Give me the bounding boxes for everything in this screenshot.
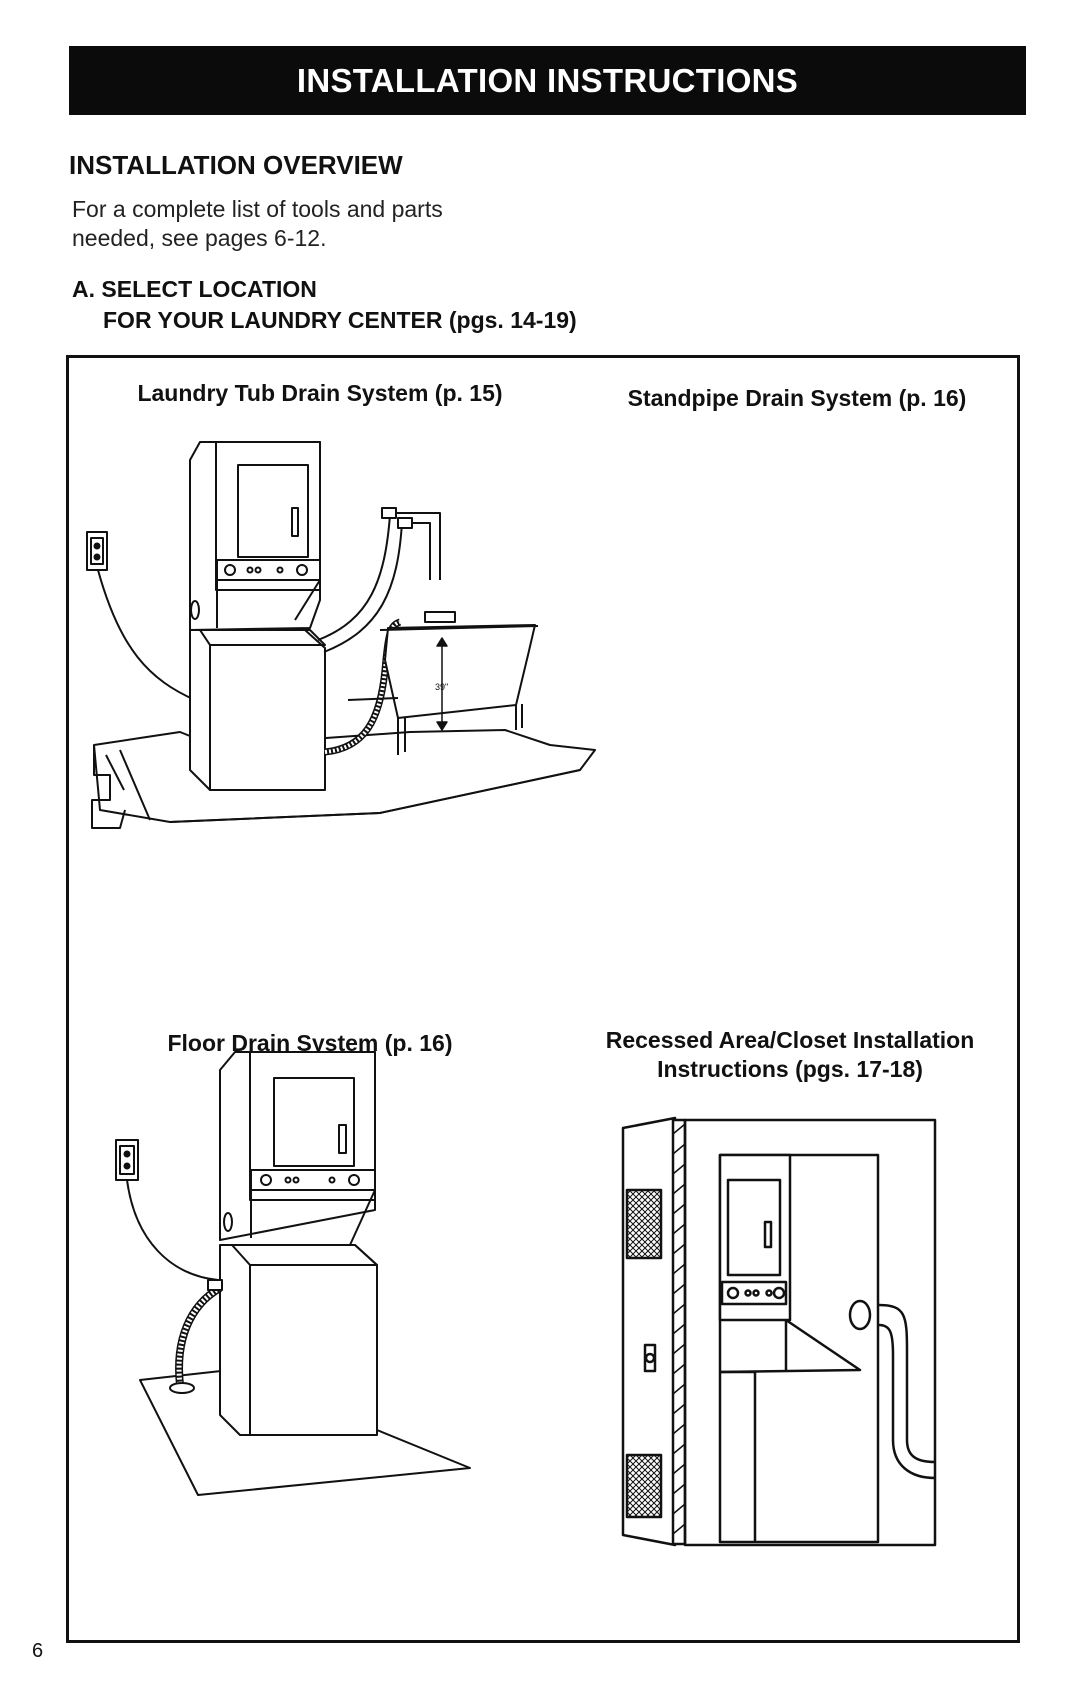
closet-illustration (621, 1116, 937, 1547)
height-dimension: 39" (435, 637, 448, 731)
stacked-laundry-unit (189, 441, 326, 791)
banner-title: INSTALLATION INSTRUCTIONS (296, 61, 799, 99)
intro-line-2: needed, see pages 6-12. (72, 225, 327, 251)
closet-frame (683, 1118, 937, 1547)
door-hinge-edge (671, 1118, 687, 1546)
page-banner: INSTALLATION INSTRUCTIONS (69, 46, 1026, 115)
stacked-laundry-unit (219, 1051, 378, 1436)
intro-paragraph: For a complete list of tools and parts n… (72, 195, 542, 253)
caption-laundry-tub: Laundry Tub Drain System (p. 15) (137, 380, 503, 406)
outlet-icon (115, 1139, 219, 1281)
stacked-laundry-unit (718, 1153, 880, 1544)
laundry-tub (347, 611, 539, 755)
outlet-icon (86, 531, 196, 701)
drain-pipe (878, 1303, 936, 1480)
intro-line-1: For a complete list of tools and parts (72, 196, 443, 222)
step-a-line-2: FOR YOUR LAUNDRY CENTER (pgs. 14-19) (103, 307, 577, 333)
page-number: 6 (32, 1640, 44, 1662)
drain-hose (169, 1279, 223, 1394)
closet-door (621, 1116, 677, 1547)
caption-standpipe: Standpipe Drain System (p. 16) (627, 385, 967, 411)
step-a-heading: A. SELECT LOCATION FOR YOUR LAUNDRY CENT… (72, 274, 577, 336)
laundry-tub-illustration: 39" (86, 441, 596, 829)
step-a-line-1: A. SELECT LOCATION (72, 276, 317, 302)
height-label: 39" (435, 682, 448, 692)
floor-drain-illustration (115, 1051, 471, 1496)
water-hoses (317, 507, 441, 653)
caption-closet-line-2: Instructions (pgs. 17-18) (657, 1056, 923, 1082)
caption-closet: Recessed Area/Closet Installation Instru… (570, 1026, 1010, 1084)
illustration-frame (66, 355, 1020, 1643)
section-heading: INSTALLATION OVERVIEW (69, 150, 403, 180)
caption-closet-line-1: Recessed Area/Closet Installation (605, 1027, 975, 1053)
